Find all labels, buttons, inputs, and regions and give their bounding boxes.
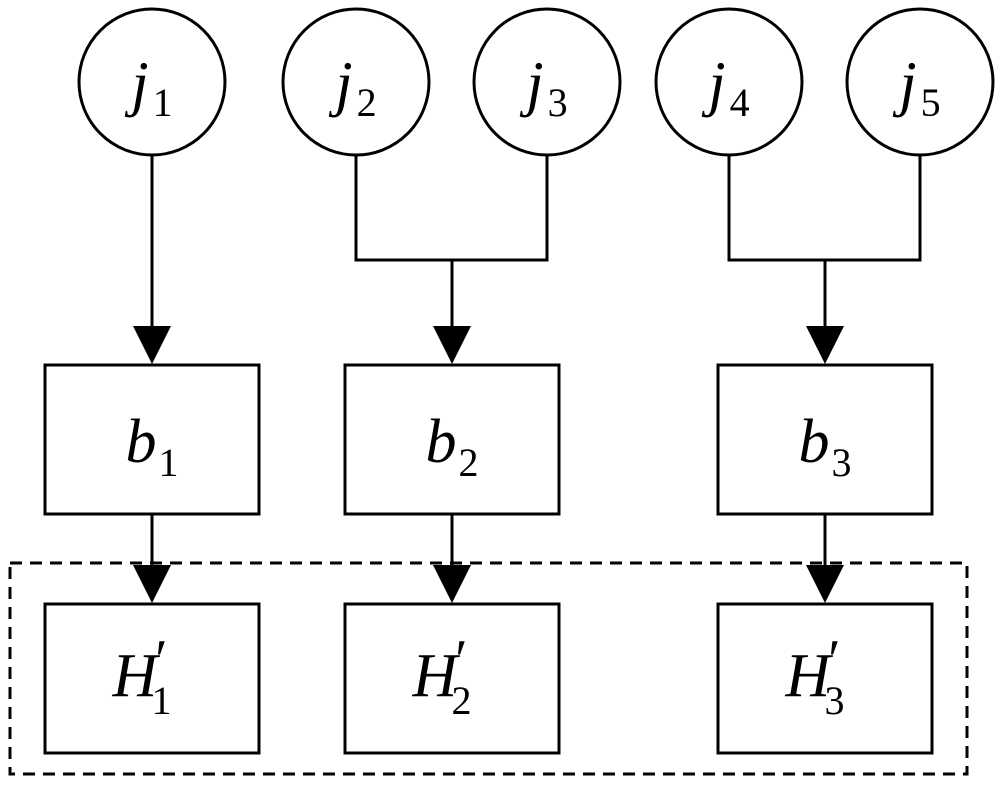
arrowhead	[133, 565, 171, 603]
node-b2: b2	[343, 363, 561, 516]
node-b1: b1	[43, 363, 261, 516]
arrowhead	[433, 565, 471, 603]
edge-j4-j5-b3	[727, 156, 922, 364]
svg-text:b2: b2	[426, 408, 479, 485]
edge-b3-H3	[806, 515, 844, 603]
node-H1: H′1	[43, 602, 261, 755]
dashed-group-box	[8, 561, 969, 776]
edge-j1-b1	[133, 156, 171, 364]
node-H3: H′3	[716, 602, 934, 755]
svg-text:H′2: H′2	[411, 629, 471, 723]
svg-text:b1: b1	[126, 408, 179, 485]
arrowhead	[133, 326, 171, 364]
arrowhead	[433, 326, 471, 364]
node-H2: H′2	[343, 602, 561, 755]
edge-j2-j3-b2	[354, 156, 549, 364]
svg-text:b3: b3	[799, 408, 852, 485]
arrowhead	[806, 565, 844, 603]
svg-text:H′1: H′1	[111, 629, 171, 723]
node-b3: b3	[716, 363, 934, 516]
edge-b1-H1	[133, 515, 171, 603]
edge-b2-H2	[433, 515, 471, 603]
svg-text:H′3: H′3	[784, 629, 844, 723]
arrowhead	[806, 326, 844, 364]
